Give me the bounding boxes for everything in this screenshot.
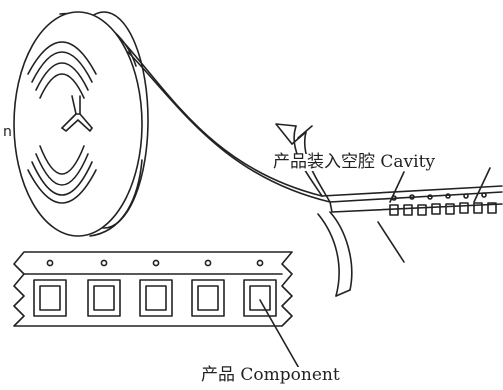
reel-front-flange [14,12,142,236]
edge-mark-text: n [2,125,13,139]
component-leader [260,300,300,370]
component-label: 产品 Component [200,367,341,384]
carrier-tape-strip [14,252,292,326]
sprocket-holes [47,260,262,265]
tape-leader [378,222,404,262]
reel [14,12,148,236]
tape-strands [118,36,502,212]
carrier-tape-tail [318,212,352,296]
cavity-inner [40,286,270,310]
cavity-label: 产品装入空腔 Cavity [272,154,436,171]
